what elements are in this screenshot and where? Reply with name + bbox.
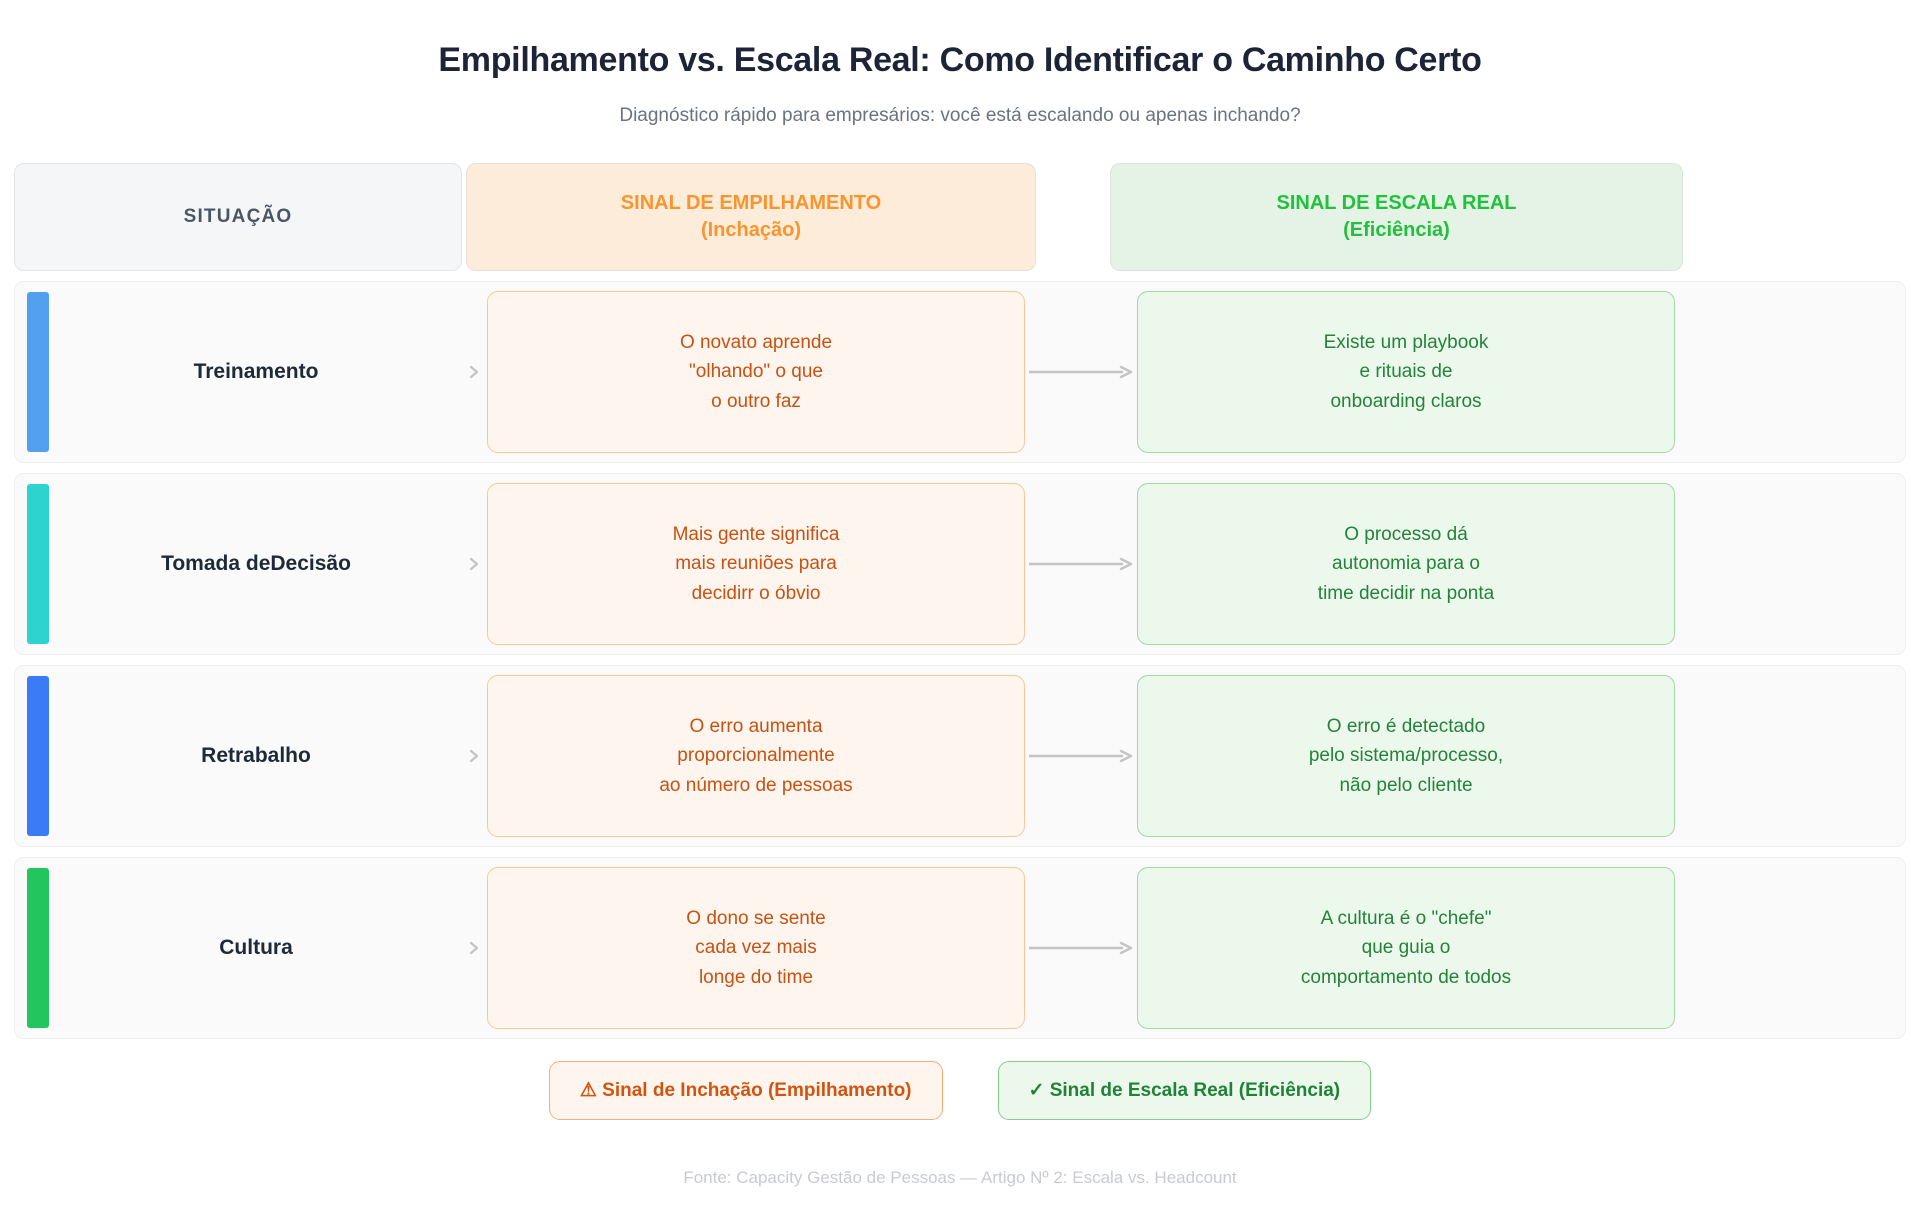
page-title: Empilhamento vs. Escala Real: Como Ident… (438, 41, 1482, 79)
source-footnote: Fonte: Capacity Gestão de Pessoas — Arti… (683, 1168, 1237, 1187)
column-header-empilhamento: SINAL DE EMPILHAMENTO (Inchação) (466, 162, 1036, 271)
header-spacer-middle (1036, 163, 1110, 271)
matrix-rows: Treinamento O novato aprende"olhando" o q… (14, 280, 1906, 1039)
transition-arrow-icon (1025, 666, 1137, 846)
column-header-situacao: SITUAÇÃO (14, 162, 462, 271)
title-block: Empilhamento vs. Escala Real: Como Ident… (0, 0, 1920, 127)
page-subtitle: Diagnóstico rápido para empresários: voc… (619, 104, 1301, 126)
row-accent-bar (27, 675, 49, 836)
row-situacao-label: Retrabalho (201, 744, 311, 768)
chevron-right-icon (463, 666, 487, 846)
row-tail-spacer (1675, 282, 1905, 462)
row-accent-bar (27, 483, 49, 644)
chevron-right-icon (463, 858, 487, 1038)
row-tail-spacer (1675, 858, 1905, 1038)
legend: ⚠ Sinal de Inchação (Empilhamento) ✓ Sin… (14, 1060, 1906, 1120)
row-accent-bar (27, 291, 49, 452)
row-accent-bar (27, 867, 49, 1028)
table-row: Treinamento O novato aprende"olhando" o q… (14, 280, 1906, 463)
column-header-empilhamento-line1: SINAL DE EMPILHAMENTO (620, 191, 882, 214)
column-header-empilhamento-line2: (Inchação) (700, 218, 801, 241)
transition-arrow-icon (1025, 474, 1137, 654)
column-header-escala: SINAL DE ESCALA REAL (Eficiência) (1110, 162, 1683, 271)
column-header-escala-line2: (Eficiência) (1343, 218, 1450, 241)
matrix-header-row: SITUAÇÃO SINAL DE EMPILHAMENTO (Inchação… (14, 162, 1906, 271)
legend-item-inchacao[interactable]: ⚠ Sinal de Inchação (Empilhamento) (548, 1060, 943, 1120)
chevron-right-icon (463, 474, 487, 654)
comparison-matrix: SITUAÇÃO SINAL DE EMPILHAMENTO (Inchação… (0, 162, 1920, 1120)
transition-arrow-icon (1025, 282, 1137, 462)
chevron-right-icon (463, 282, 487, 462)
legend-item-escala[interactable]: ✓ Sinal de Escala Real (Eficiência) (997, 1060, 1372, 1120)
row-situacao-label: Cultura (219, 936, 293, 960)
row-situacao-label: Treinamento (193, 360, 319, 384)
column-header-escala-line1: SINAL DE ESCALA REAL (1276, 191, 1517, 214)
row-tail-spacer (1675, 666, 1905, 846)
row-tail-spacer (1675, 474, 1905, 654)
transition-arrow-icon (1025, 858, 1137, 1038)
